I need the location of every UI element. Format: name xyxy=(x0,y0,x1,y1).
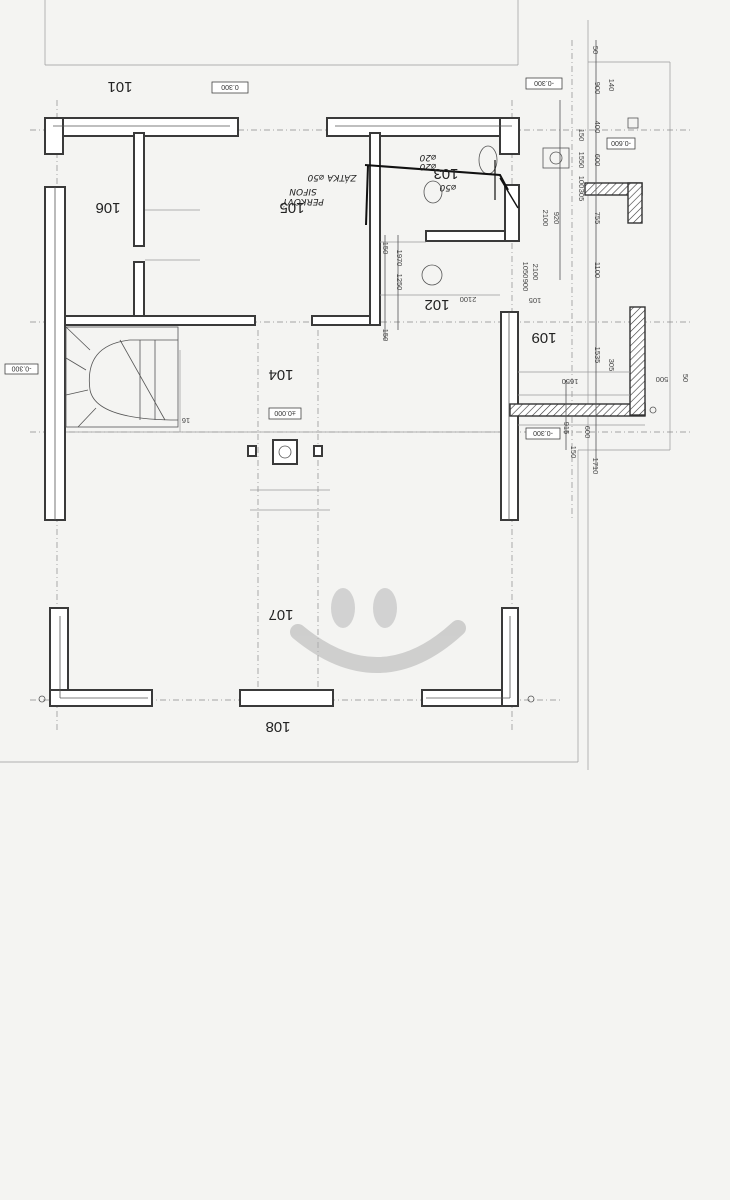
room-label-109: 109 xyxy=(531,329,556,346)
dim-50-top: 50 xyxy=(591,46,600,54)
dimension-texts: 50 900 140 400 150 1550 600 100 305 755 … xyxy=(182,46,690,475)
dimension-lines xyxy=(384,40,597,470)
level-tag-center: ±0.000 xyxy=(274,409,295,416)
level-tag-top-right: -0.300 xyxy=(534,79,554,86)
dim-150-b: 150 xyxy=(569,446,578,459)
dim-755: 755 xyxy=(593,212,602,225)
dim-2100-c: 2100 xyxy=(460,295,477,304)
dim-105: 105 xyxy=(529,296,542,305)
dim-400: 400 xyxy=(593,121,602,134)
level-tag-left: -0.300 xyxy=(11,365,31,372)
note-d20-a: ⌀20 xyxy=(419,152,436,162)
dim-1550: 1550 xyxy=(577,152,586,169)
room-label-107: 107 xyxy=(268,606,293,623)
dim-150-d: 150 xyxy=(381,329,390,342)
dim-500: 500 xyxy=(656,375,669,384)
dim-140: 140 xyxy=(607,79,616,92)
room-label-101: 101 xyxy=(107,78,132,95)
dim-1100: 1100 xyxy=(593,262,602,278)
dim-1250: 1250 xyxy=(395,274,404,291)
dim-600-b: 600 xyxy=(583,426,592,439)
dim-900-b: 900 xyxy=(521,279,530,292)
room-label-108: 108 xyxy=(265,718,290,735)
dim-1050: 1050 xyxy=(521,262,530,279)
dim-50-right: 50 xyxy=(681,374,690,382)
dim-2100-b: 2100 xyxy=(531,264,540,281)
room-label-103: 103 xyxy=(433,165,458,182)
room-label-102: 102 xyxy=(424,296,449,313)
walls xyxy=(44,117,646,707)
note-d20-b: ⌀20 xyxy=(419,161,436,171)
dim-305: 305 xyxy=(577,189,586,202)
dim-1650: 1650 xyxy=(562,377,579,386)
level-tag-right-top: -0.600 xyxy=(611,139,631,146)
note-sifon: SIFON xyxy=(289,186,317,196)
note-d50-a: ⌀50 xyxy=(439,182,456,192)
dim-2100-a: 2100 xyxy=(541,210,550,227)
handwritten-notes: ZÁTKA ⌀50 PERKOVÝ SIFON ⌀50 ⌀20 ⌀20 xyxy=(281,152,457,208)
level-tag-top-center: 0.300 xyxy=(221,83,239,90)
room-labels: 101 106 105 103 102 109 104 107 108 xyxy=(95,78,556,735)
dim-100: 100 xyxy=(577,176,586,189)
dim-1710: 1710 xyxy=(591,458,600,475)
dim-1970: 1970 xyxy=(395,250,404,267)
note-perkovy: PERKOVÝ xyxy=(281,196,324,208)
level-tags: 0.300 -0.300 -0.300 ±0.000 -0.300 -0.600 xyxy=(4,77,636,440)
dim-150-c: 150 xyxy=(381,242,390,255)
room-label-106: 106 xyxy=(95,199,120,216)
dim-920: 920 xyxy=(552,212,561,225)
dim-16: 16 xyxy=(182,416,190,425)
dim-915: 915 xyxy=(562,422,571,435)
interior-details xyxy=(38,117,657,703)
room-label-104: 104 xyxy=(268,366,293,383)
dim-900: 900 xyxy=(593,82,602,95)
dim-305-b: 305 xyxy=(607,359,616,372)
staircase xyxy=(65,326,179,428)
dim-600: 600 xyxy=(593,154,602,167)
dim-1535: 1535 xyxy=(593,347,602,364)
room-label-105: 105 xyxy=(279,199,304,216)
note-zatka: ZÁTKA ⌀50 xyxy=(307,172,357,184)
smiley-watermark xyxy=(290,588,466,673)
level-tag-right-stair: -0.300 xyxy=(533,429,553,436)
dim-150: 150 xyxy=(577,129,586,142)
